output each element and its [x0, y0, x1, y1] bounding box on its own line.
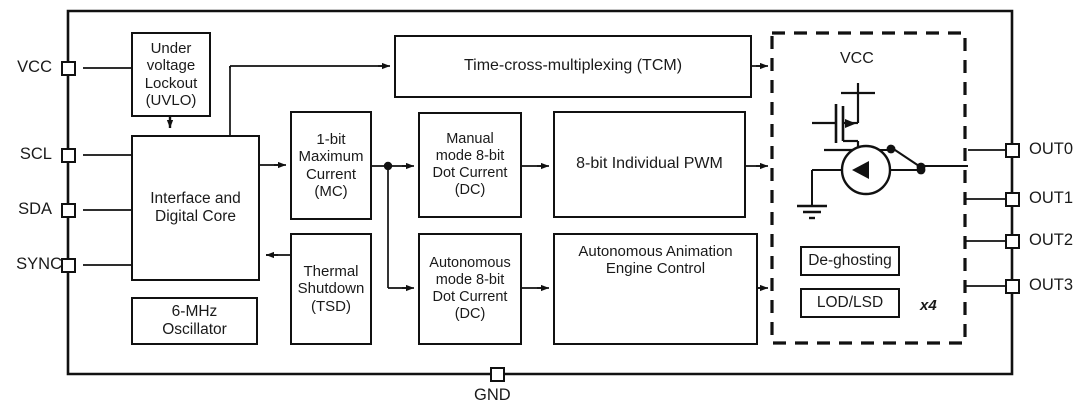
block-autonomous-dot-current: Autonomous mode 8-bit Dot Current (DC): [418, 233, 522, 345]
block-manual-dc-label: Manual mode 8-bit Dot Current (DC): [432, 131, 508, 198]
output-stage-multiplier-label: x4: [920, 297, 937, 314]
block-individual-pwm: 8-bit Individual PWM: [553, 111, 746, 218]
pin-square-out0[interactable]: [1005, 142, 1020, 158]
pin-square-out2[interactable]: [1005, 233, 1020, 249]
block-deghosting-label: De-ghosting: [808, 252, 892, 270]
block-autonomous-dc-label: Autonomous mode 8-bit Dot Current (DC): [429, 255, 511, 322]
package-outline: [66, 9, 1014, 376]
output-taps: [965, 149, 1005, 287]
switch-pivot-dot: [886, 144, 896, 154]
pin-square-vcc[interactable]: [61, 60, 76, 76]
pin-square-scl[interactable]: [61, 147, 76, 163]
current-source-node-dot: [916, 165, 926, 175]
block-animation-label: Autonomous Animation Engine Control: [578, 243, 733, 278]
block-oscillator-label: 6-MHz Oscillator: [162, 303, 227, 338]
current-source-arrow: [852, 161, 869, 179]
block-animation-engine: Autonomous Animation Engine Control: [553, 233, 758, 345]
block-tcm-label: Time-cross-multiplexing (TCM): [463, 57, 683, 75]
block-max-current: 1-bit Maximum Current (MC): [290, 111, 372, 220]
pin-label-sda: SDA: [18, 200, 52, 218]
block-tcm: Time-cross-multiplexing (TCM): [394, 35, 752, 98]
pin-label-gnd: GND: [474, 386, 511, 404]
block-lod-lsd-label: LOD/LSD: [816, 294, 884, 312]
ground-symbol: [797, 204, 827, 220]
pin-label-out2: OUT2: [1029, 231, 1074, 249]
pin-label-scl: SCL: [19, 145, 52, 163]
output-stage-dashed-boundary: [770, 31, 967, 345]
junction-dots: [383, 161, 393, 171]
pin-label-out3: OUT3: [1029, 276, 1074, 294]
junction-dot-mc-split: [383, 161, 393, 171]
pin-square-out3[interactable]: [1005, 278, 1020, 294]
pin-label-vcc: VCC: [17, 58, 52, 76]
block-interface-label: Interface and Digital Core: [150, 190, 241, 225]
pin-square-sda[interactable]: [61, 202, 76, 218]
pin-label-out1: OUT1: [1029, 189, 1074, 207]
output-stage-vcc-label: VCC: [840, 50, 874, 67]
block-pwm-label: 8-bit Individual PWM: [576, 155, 723, 173]
pin-square-out1[interactable]: [1005, 191, 1020, 207]
block-lod-lsd: LOD/LSD: [800, 288, 900, 318]
mosfet-body-arrow: [845, 119, 856, 128]
pin-square-gnd[interactable]: [490, 366, 505, 382]
block-thermal-label: Thermal Shutdown (TSD): [297, 262, 365, 315]
mosfet-symbol: [812, 83, 875, 152]
block-oscillator: 6-MHz Oscillator: [131, 297, 258, 345]
block-uvlo: Under voltage Lockout (UVLO): [131, 32, 211, 117]
block-thermal-shutdown: Thermal Shutdown (TSD): [290, 233, 372, 345]
block-manual-dot-current: Manual mode 8-bit Dot Current (DC): [418, 112, 522, 218]
pin-square-sync[interactable]: [61, 257, 76, 273]
pin-label-out0: OUT0: [1029, 140, 1074, 158]
pin-label-sync: SYNC: [16, 255, 62, 273]
block-max-current-label: 1-bit Maximum Current (MC): [298, 130, 364, 200]
block-uvlo-label: Under voltage Lockout (UVLO): [144, 39, 198, 109]
block-interface-digital-core: Interface and Digital Core: [131, 135, 260, 281]
block-deghosting: De-ghosting: [800, 246, 900, 276]
